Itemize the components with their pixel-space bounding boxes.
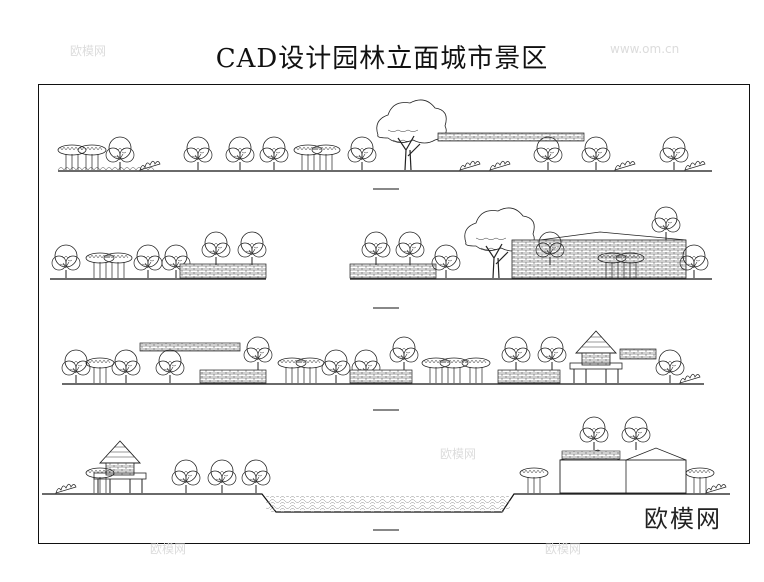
elevation-row-1: [57, 99, 712, 190]
watermark-text: www.om.cn: [610, 42, 680, 56]
page-title: CAD设计园林立面城市景区: [215, 44, 549, 74]
watermark-text: 欧模网: [150, 542, 187, 556]
brand-logo: 欧模网: [644, 505, 722, 533]
watermark-text: 欧模网: [440, 447, 477, 461]
watermark-text: 欧模网: [70, 44, 107, 58]
elevation-row-2: [50, 206, 712, 309]
drawing-frame: [38, 84, 750, 544]
elevation-row-4: [42, 416, 730, 531]
watermark-text: 欧模网: [545, 542, 582, 556]
elevation-row-3: [61, 330, 704, 411]
